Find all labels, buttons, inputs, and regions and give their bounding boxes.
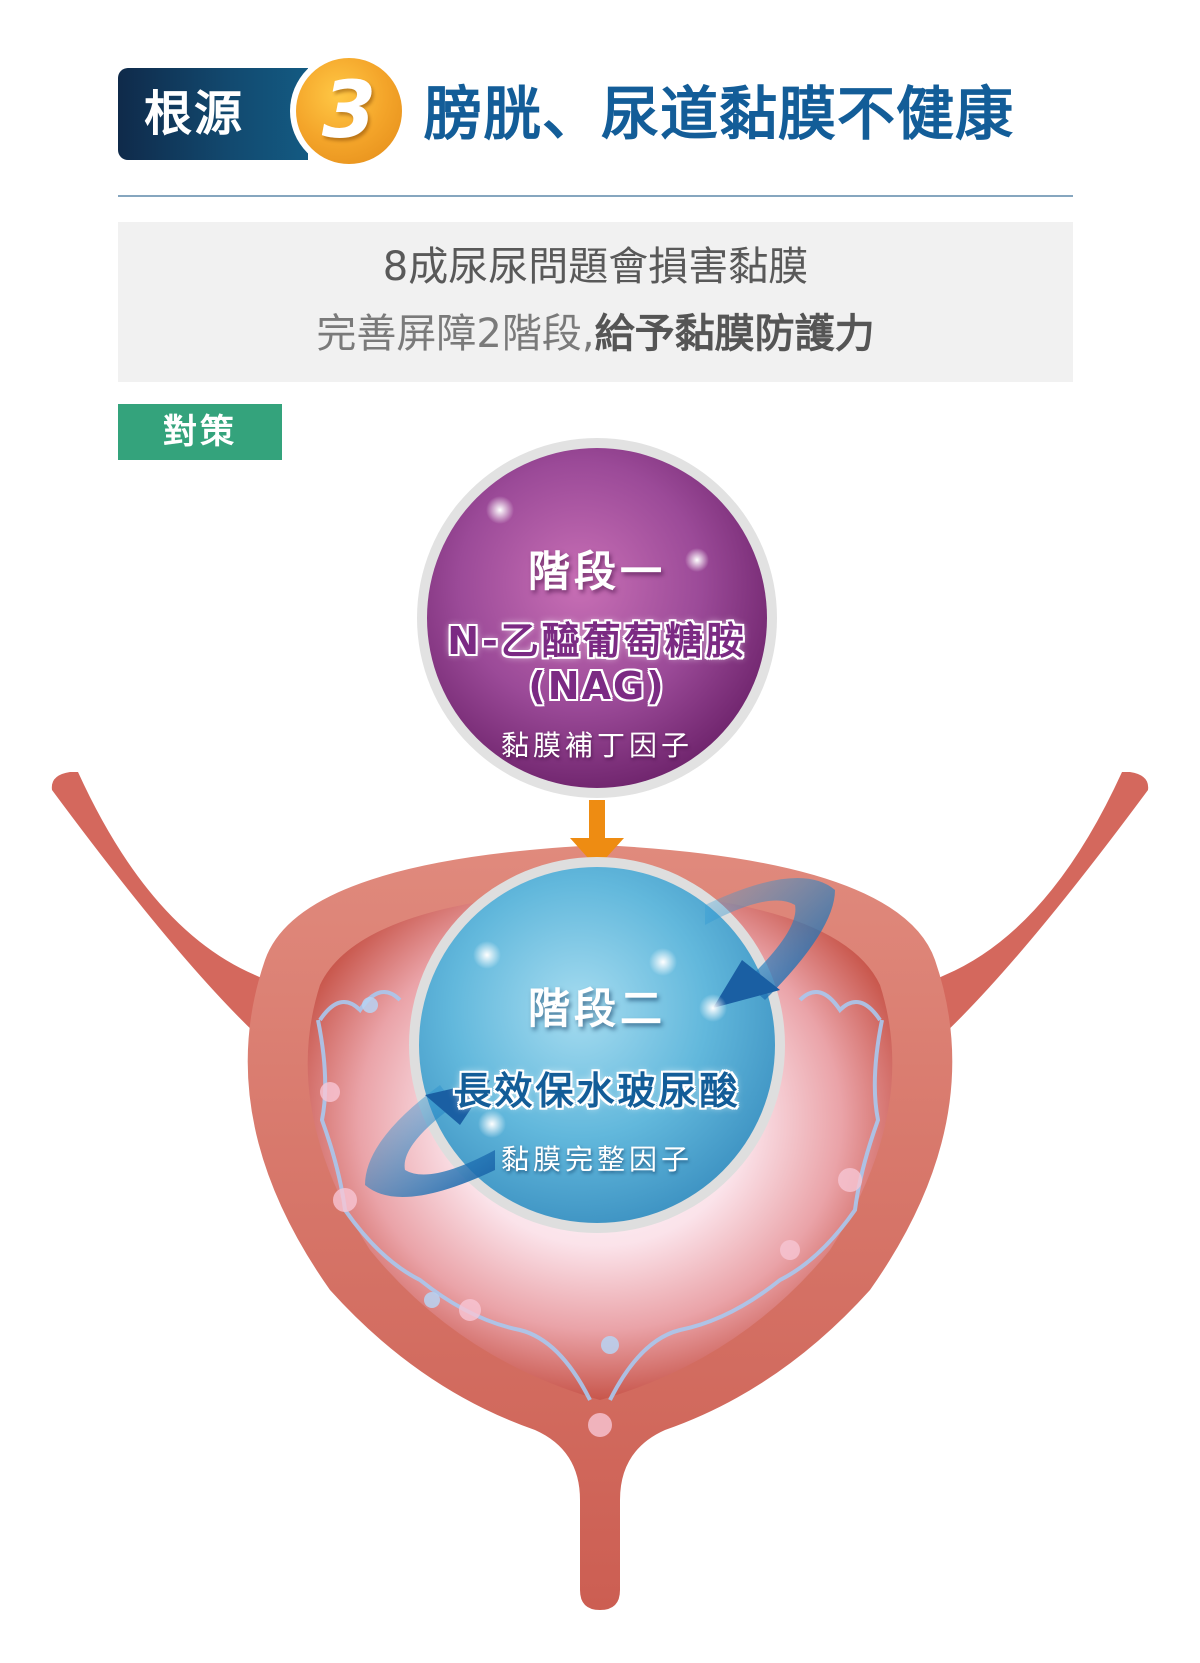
section-header: 根源 3 膀胱、尿道黏膜不健康 [118, 48, 1038, 170]
summary-box: 8成尿尿問題會損害黏膜 完善屏障2階段,給予黏膜防護力 [118, 222, 1073, 382]
strategy-tag: 對策 [118, 404, 282, 460]
page-title: 膀胱、尿道黏膜不健康 [424, 80, 1015, 148]
down-arrow-head [570, 838, 624, 868]
down-arrow-shaft [589, 800, 605, 840]
stage1-ball [427, 448, 767, 788]
stage1-title: 階段一 [527, 547, 666, 596]
root-badge: 根源 [118, 68, 308, 160]
number-badge-value: 3 [296, 58, 402, 164]
stage2-title: 階段二 [527, 984, 666, 1033]
stage1-abbreviation: (NAG) [528, 664, 666, 708]
number-badge: 3 [290, 52, 408, 170]
swirl-arrow-left [365, 1085, 495, 1197]
right-ureter [890, 772, 1149, 1060]
summary-line-2-light: 完善屏障2階段, [316, 311, 595, 357]
summary-line-2-bold: 給予黏膜防護力 [594, 311, 875, 357]
root-badge-label: 根源 [144, 86, 245, 142]
left-ureter [51, 772, 311, 1060]
bladder-illustration [0, 430, 1200, 1663]
swirl-arrow-right [705, 878, 835, 1000]
stage1-subtitle: 黏膜補丁因子 [500, 729, 693, 762]
header-divider [118, 195, 1073, 197]
stage2-ingredient: 長效保水玻尿酸 [453, 1069, 741, 1113]
bladder-svg [51, 438, 1149, 1610]
stage2-subtitle: 黏膜完整因子 [500, 1143, 693, 1176]
summary-line-2: 完善屏障2階段,給予黏膜防護力 [118, 307, 1073, 361]
stage1-ingredient: N-乙醯葡萄糖胺 [447, 619, 747, 663]
stage2-ball [419, 867, 775, 1223]
summary-line-1: 8成尿尿問題會損害黏膜 [382, 244, 809, 290]
